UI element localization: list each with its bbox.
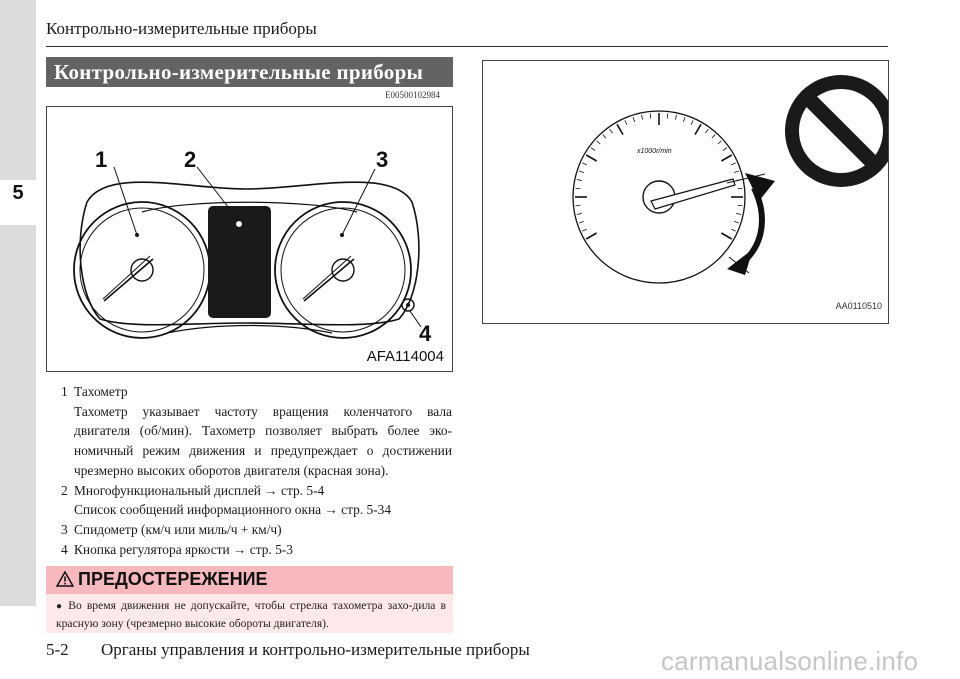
item-description: Тахометр указывает частоту вращения коле… (74, 403, 452, 478)
chapter-tab-background (0, 180, 36, 225)
brightness-knob (401, 298, 415, 312)
dial-tick (666, 113, 669, 119)
dial-tick (575, 204, 581, 207)
dial-tick (705, 128, 709, 134)
tachometer-illustration: x1000r/min (572, 75, 897, 284)
dial-tick (694, 123, 702, 136)
chapter-sidebar (0, 0, 36, 606)
dial-tick (675, 114, 677, 120)
figure-code: AA0110510 (835, 301, 882, 311)
chapter-tab: 5 (12, 182, 24, 204)
dial-tick (731, 162, 736, 166)
list-item: 3 Спидометр (км/ч или миль/ч + км/ч) (61, 520, 452, 540)
running-head: Контрольно-измерительные приборы (46, 19, 317, 38)
dial-ticks (575, 113, 743, 240)
dial-tick (711, 134, 716, 139)
list-item: 2 Многофункциональный дисплей → стр. 5-4… (61, 481, 452, 520)
callout-1: 1 (95, 147, 107, 172)
dial-tick (737, 204, 743, 207)
dial-tick (596, 140, 601, 145)
dial-tick (590, 147, 596, 151)
dial-tick (632, 116, 635, 122)
warning-title: ПРЕДОСТЕРЕЖЕНИЕ (78, 569, 268, 589)
item-title: Кнопка регулятора яркости → стр. 5-3 (74, 541, 293, 557)
dial-tick (649, 113, 652, 119)
tachometer-warning-figure: x1000r/min AA0110510 (482, 60, 897, 324)
callout-3: 3 (376, 147, 388, 172)
section-code: E00500102984 (385, 90, 440, 100)
dial-tick (690, 120, 694, 125)
item-description: Список сообщений информационного окна → … (74, 502, 392, 518)
dial-tick (582, 228, 587, 232)
list-item: 1 Тахометр Тахометр указывает частоту вр… (61, 382, 452, 481)
dial-tick (616, 123, 624, 136)
dial-tick (576, 213, 582, 215)
dial-tick (576, 179, 582, 181)
dial-tick (575, 187, 581, 190)
item-title: Спидометр (км/ч или миль/ч + км/ч) (74, 521, 282, 537)
warning-header: ПРЕДОСТЕРЕЖЕНИЕ (46, 566, 453, 594)
dial-tick (585, 232, 598, 240)
dial-tick (734, 170, 740, 173)
warning-triangle-icon (56, 571, 74, 587)
footer-title: Органы управления и контрольно-измерител… (101, 640, 530, 659)
list-item: 4 Кнопка регулятора яркости → стр. 5-3 (61, 540, 452, 560)
dial-tick (683, 116, 686, 122)
tachometer-dial (73, 201, 211, 339)
dial-tick (737, 187, 743, 190)
warning-text-line: ●Во время движения не допускайте, чтобы … (56, 597, 446, 632)
dial-tick (722, 147, 728, 151)
page-number: 5-2 (46, 640, 69, 659)
callout-4: 4 (419, 321, 432, 346)
section-title: Контрольно-измерительные приборы (46, 57, 453, 87)
dial-tick (585, 154, 598, 162)
item-title: Многофункциональный дисплей → стр. 5-4 (74, 482, 325, 498)
dial-tick (578, 221, 584, 224)
dial-tick (624, 120, 628, 125)
dial-tick (641, 114, 643, 120)
item-title: Тахометр (74, 384, 128, 399)
dial-tick (720, 232, 733, 240)
dial-tick (731, 228, 736, 232)
dial-tick (582, 162, 587, 166)
warning-text: Во время движения не допускайте, чтобы с… (56, 599, 446, 630)
cluster-figure: 1 2 3 4 AFA114004 (46, 106, 453, 372)
dial-tick (578, 170, 584, 173)
multi-info-display (208, 206, 271, 318)
dial-tick (609, 128, 613, 134)
tachometer-dial (572, 110, 746, 284)
dial-tick (602, 134, 607, 139)
dial-tick (736, 213, 742, 215)
dial-tick (734, 221, 740, 224)
figure-code: AFA114004 (366, 348, 444, 365)
speedometer-dial (274, 201, 412, 339)
dial-tick (720, 154, 733, 162)
watermark: carmanualsonline.info (661, 646, 919, 676)
dial-unit: x1000r/min (636, 148, 672, 155)
warning-box: ПРЕДОСТЕРЕЖЕНИЕ ●Во время движения не до… (46, 566, 453, 633)
callout-2: 2 (184, 147, 196, 172)
header-rule (46, 46, 888, 47)
dial-tick (717, 140, 722, 145)
cluster-illustration: 1 2 3 4 (73, 147, 432, 346)
bullet-icon: ● (56, 601, 65, 612)
component-list: 1 Тахометр Тахометр указывает частоту вр… (61, 382, 452, 560)
tachometer-needle (650, 178, 736, 210)
